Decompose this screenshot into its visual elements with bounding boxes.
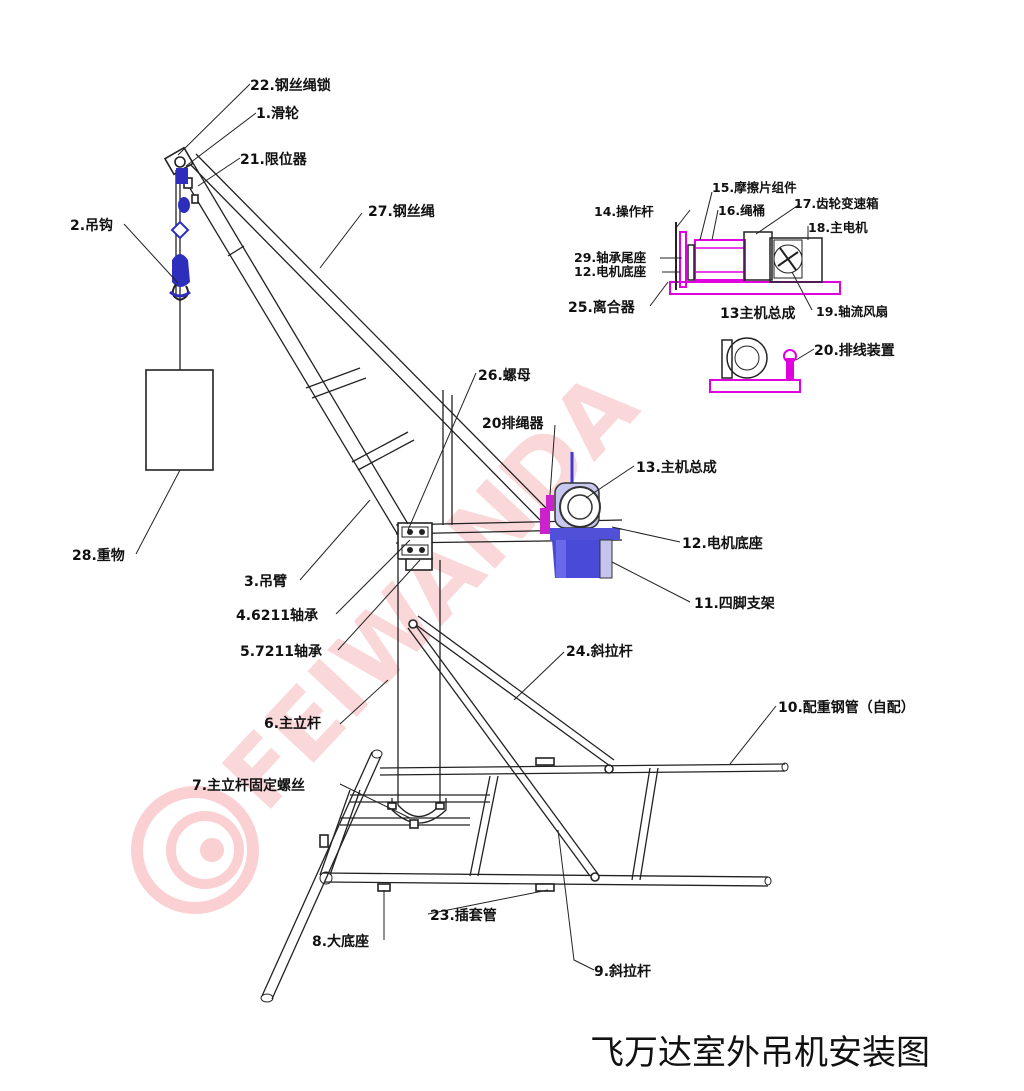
label-wire-rope-lock: 22.钢丝绳锁 bbox=[250, 77, 331, 94]
label-large-base: 8.大底座 bbox=[312, 933, 369, 950]
page-title: 飞万达室外吊机安装图 bbox=[590, 1033, 930, 1073]
watermark-text: FEIWANDA bbox=[203, 353, 658, 830]
label-hook: 2.吊钩 bbox=[70, 217, 113, 234]
watermark-logo-icon bbox=[131, 786, 259, 914]
boom bbox=[163, 146, 623, 560]
large-base bbox=[260, 749, 789, 1003]
label-diagonal-rod-9: 9.斜拉杆 bbox=[594, 963, 651, 980]
label-motor-base: 12.电机底座 bbox=[682, 535, 763, 552]
label-weight: 28.重物 bbox=[72, 547, 125, 564]
label-pulley: 1.滑轮 bbox=[256, 105, 299, 122]
label-limiter: 21.限位器 bbox=[240, 151, 308, 168]
label-wire-rope: 27.钢丝绳 bbox=[368, 203, 435, 220]
leader-lines bbox=[123, 83, 815, 971]
label-main-motor: 18.主电机 bbox=[808, 220, 868, 235]
label-counterweight-pipe: 10.配重钢管（自配） bbox=[778, 699, 915, 716]
label-rope-drum: 16.绳桶 bbox=[718, 203, 765, 218]
label-main-unit: 13.主机总成 bbox=[636, 459, 717, 476]
label-clutch: 25.离合器 bbox=[568, 299, 636, 316]
label-main-unit-inset: 13主机总成 bbox=[720, 305, 795, 322]
label-four-leg-stand: 11.四脚支架 bbox=[694, 595, 775, 612]
label-operating-lever: 14.操作杆 bbox=[594, 204, 654, 219]
weight-box bbox=[145, 369, 214, 471]
label-rope-guide: 20排绳器 bbox=[482, 415, 544, 432]
label-bearing-tail: 29.轴承尾座 bbox=[574, 250, 647, 265]
label-main-pole: 6.主立杆 bbox=[264, 715, 321, 732]
label-gearbox: 17.齿轮变速箱 bbox=[794, 196, 879, 211]
hook bbox=[169, 168, 191, 370]
label-bearing-6211: 4.6211轴承 bbox=[236, 607, 318, 624]
inset-main-unit bbox=[669, 222, 841, 295]
label-nut: 26.螺母 bbox=[478, 367, 531, 384]
label-bearing-7211: 5.7211轴承 bbox=[240, 643, 322, 660]
diagonal-braces bbox=[407, 615, 615, 877]
inset-rope-guide bbox=[709, 337, 801, 393]
label-axial-fan: 19.轴流风扇 bbox=[816, 304, 888, 319]
label-diagonal-rod-24: 24.斜拉杆 bbox=[566, 643, 633, 660]
motor-assembly bbox=[540, 452, 620, 579]
label-friction-assembly: 15.摩擦片组件 bbox=[712, 180, 797, 195]
label-wire-guide: 20.排线装置 bbox=[814, 342, 895, 359]
label-boom: 3.吊臂 bbox=[244, 573, 287, 590]
main-pole bbox=[387, 557, 447, 829]
label-motor-base-inset: 12.电机底座 bbox=[574, 264, 647, 279]
label-insert-sleeve: 23.插套管 bbox=[430, 907, 497, 924]
label-pole-screw: 7.主立杆固定螺丝 bbox=[192, 777, 305, 794]
